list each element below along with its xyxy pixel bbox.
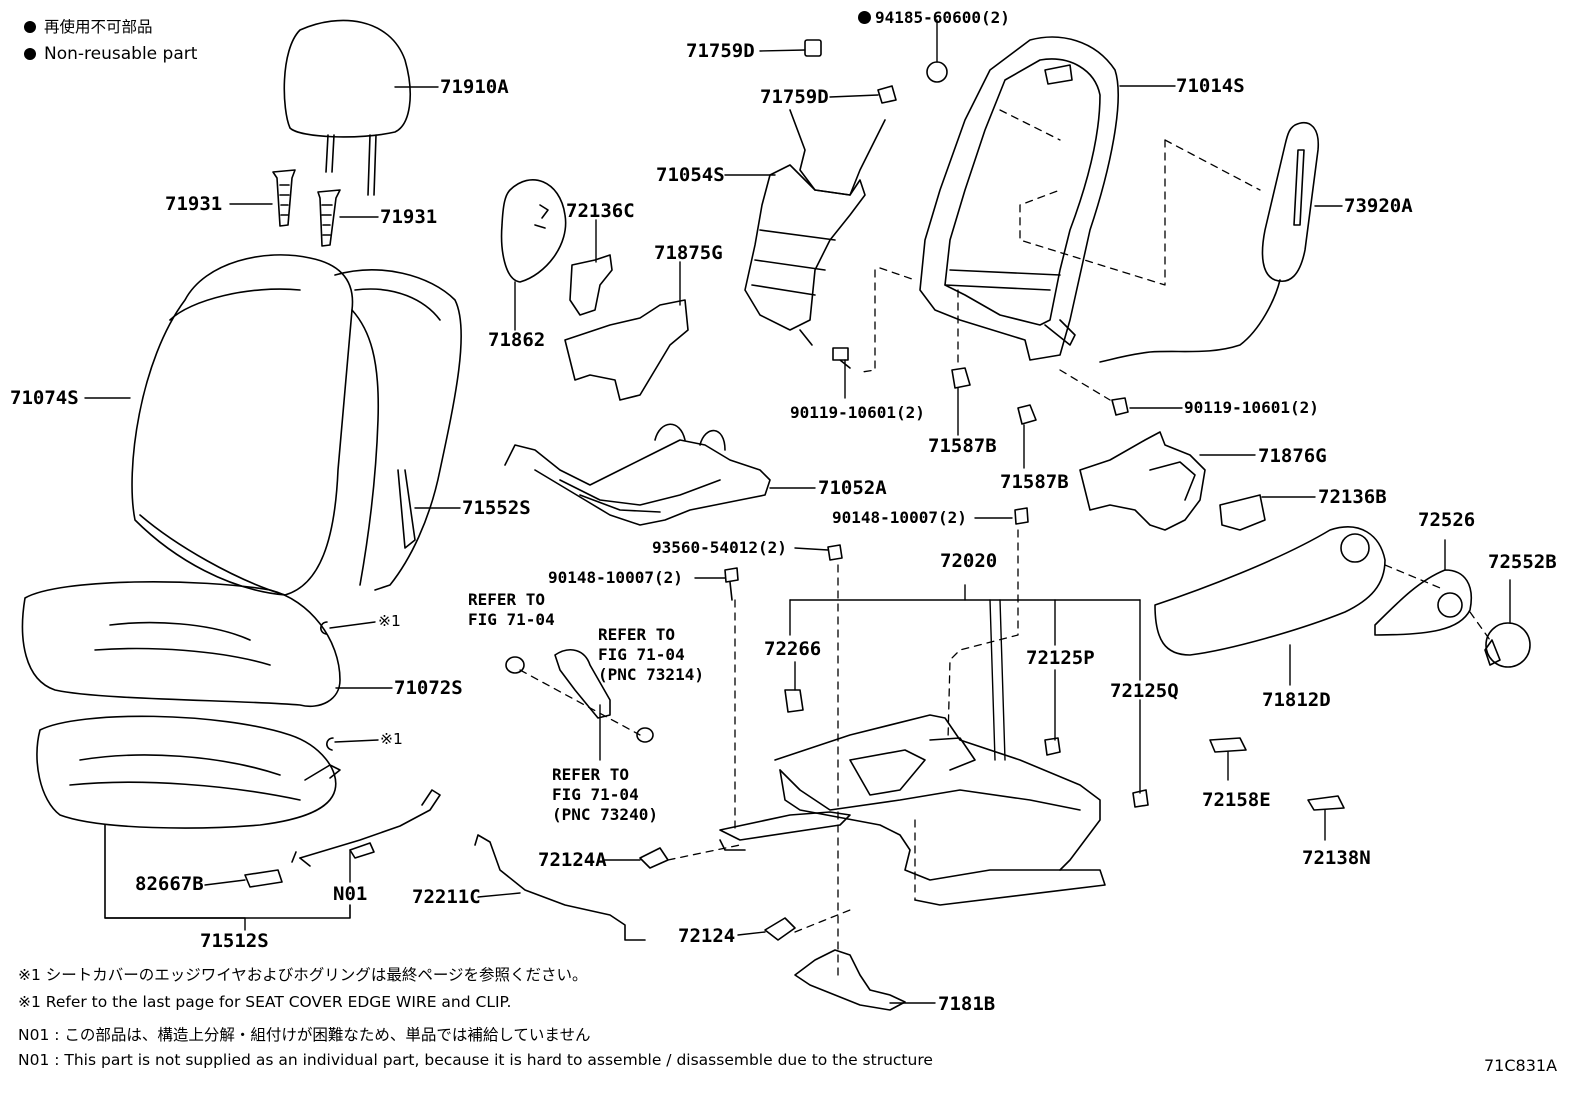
label-72211C: 72211C xyxy=(412,886,481,908)
side-cover-drawing xyxy=(500,179,567,283)
bullet-icon xyxy=(24,48,36,60)
note-1-en: ※1 Refer to the last page for SEAT COVER… xyxy=(18,993,512,1011)
lumbar-frame-drawing xyxy=(744,109,886,346)
label-93560-54012: 93560-54012(2) xyxy=(652,538,787,557)
label-82667B: 82667B xyxy=(135,873,204,895)
figure-id: 71C831A xyxy=(1484,1056,1558,1075)
label-71052A: 71052A xyxy=(818,477,887,499)
label-71862: 71862 xyxy=(488,329,546,351)
label-90119-right: 90119-10601(2) xyxy=(1184,398,1319,417)
spring-assembly-drawing xyxy=(504,423,771,526)
label-71931-left: 71931 xyxy=(165,193,223,215)
label-71512S: 71512S xyxy=(200,930,269,952)
label-71054S: 71054S xyxy=(656,164,725,186)
headrest-drawing xyxy=(283,19,411,196)
note-1-jp: ※1 シートカバーのエッジワイヤおよびホグリングは最終ページを参照ください。 xyxy=(18,966,588,984)
mark-1-lower: ※1 xyxy=(380,730,403,748)
clip-symbols xyxy=(320,621,334,751)
label-7181B: 7181B xyxy=(938,993,996,1015)
label-94185-text: 94185-60600(2) xyxy=(875,8,1010,27)
side-airbag-drawing xyxy=(1099,122,1320,363)
seatback-cover-drawing xyxy=(131,254,463,596)
label-72136B: 72136B xyxy=(1318,486,1387,508)
refer-to-fig-2: REFER TO FIG 71-04 (PNC 73214) xyxy=(598,625,704,684)
label-72158E: 72158E xyxy=(1202,789,1271,811)
label-72020: 72020 xyxy=(940,550,998,572)
label-72266: 72266 xyxy=(764,638,822,660)
label-71552S: 71552S xyxy=(462,497,531,519)
label-71931-right: 71931 xyxy=(380,206,438,228)
refer-to-fig-3: REFER TO FIG 71-04 (PNC 73240) xyxy=(552,765,658,824)
knob-drawing xyxy=(1219,494,1266,531)
label-94185-60600: 94185-60600(2) xyxy=(858,10,1010,26)
label-71812D: 71812D xyxy=(1262,689,1331,711)
side-cover-outer-drawing xyxy=(1154,526,1531,668)
label-71587B-lower: 71587B xyxy=(1000,471,1069,493)
side-shield-drawing xyxy=(1079,431,1206,531)
refer-to-fig-1: REFER TO FIG 71-04 xyxy=(468,590,555,629)
trim-drawings xyxy=(564,254,689,401)
rod-drawing xyxy=(474,834,646,941)
label-71759D-upper: 71759D xyxy=(686,40,755,62)
mark-1-upper: ※1 xyxy=(378,612,401,630)
seat-cushion-cover-drawing xyxy=(21,581,341,707)
label-72125Q: 72125Q xyxy=(1110,680,1179,702)
label-72526: 72526 xyxy=(1418,509,1476,531)
label-90148-lower: 90148-10007(2) xyxy=(548,568,683,587)
label-90148-upper: 90148-10007(2) xyxy=(832,508,967,527)
note-2-jp: N01 : この部品は、構造上分解・組付けが困難なため、単品では補給していません xyxy=(18,1026,591,1044)
note-2-en: N01 : This part is not supplied as an in… xyxy=(18,1051,933,1069)
label-71587B-upper: 71587B xyxy=(928,435,997,457)
label-72136C: 72136C xyxy=(566,200,635,222)
seatback-frame-drawing xyxy=(919,36,1119,361)
bullet-icon xyxy=(24,21,36,33)
headrest-guide-drawings xyxy=(272,169,341,247)
label-N01: N01 xyxy=(333,883,368,905)
label-71759D-lower: 71759D xyxy=(760,86,829,108)
label-72124A: 72124A xyxy=(538,849,607,871)
legend-jp-text: 再使用不可部品 xyxy=(44,18,153,36)
seat-track-drawing xyxy=(719,714,1106,906)
label-72125P: 72125P xyxy=(1026,647,1095,669)
legend-en-text: Non-reusable part xyxy=(44,44,198,64)
label-71876G: 71876G xyxy=(1258,445,1327,467)
label-72552B: 72552B xyxy=(1488,551,1557,573)
label-72138N: 72138N xyxy=(1302,847,1371,869)
legend-jp: 再使用不可部品 xyxy=(24,18,153,36)
label-71072S: 71072S xyxy=(394,677,463,699)
label-71910A: 71910A xyxy=(440,76,509,98)
leader-lines xyxy=(84,19,1511,1004)
dashed-lines xyxy=(519,109,1491,981)
bracket-drawing xyxy=(794,949,906,1011)
legend-en: Non-reusable part xyxy=(24,46,197,63)
label-71875G: 71875G xyxy=(654,242,723,264)
label-72124: 72124 xyxy=(678,925,736,947)
label-73920A: 73920A xyxy=(1344,195,1413,217)
label-71014S: 71014S xyxy=(1176,75,1245,97)
bullet-icon xyxy=(858,11,871,24)
label-71074S: 71074S xyxy=(10,387,79,409)
label-90119-left: 90119-10601(2) xyxy=(790,403,925,422)
harness-drawing xyxy=(244,789,441,888)
